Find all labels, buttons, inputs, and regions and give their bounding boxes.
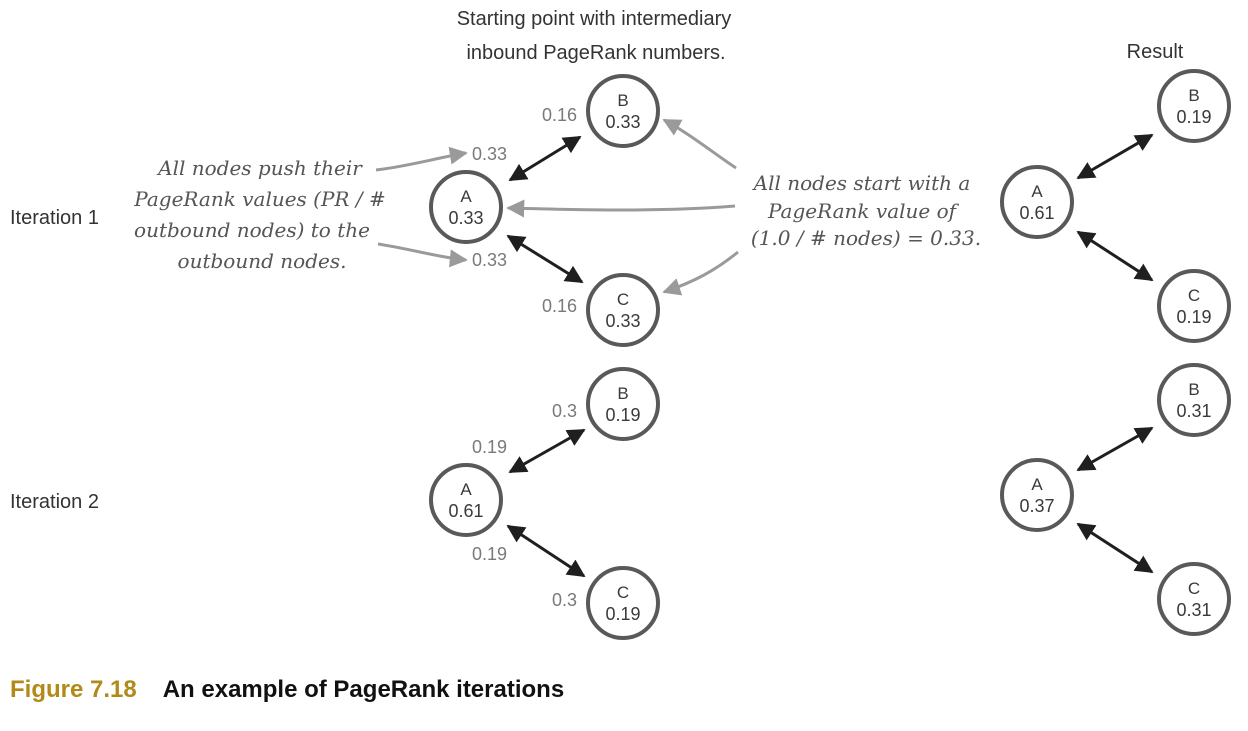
- edge-a-c-iteration2-result: [1076, 522, 1154, 574]
- push-annotation-line1: All nodes push their: [156, 156, 363, 180]
- node-a-name: A: [460, 480, 472, 499]
- node-b-name: B: [1188, 86, 1199, 105]
- inbound-a-top-value: 0.19: [472, 437, 507, 457]
- push-arrow-top: [375, 146, 468, 172]
- node-c-value: 0.19: [605, 604, 640, 624]
- push-arrow-bottom: [377, 242, 468, 268]
- pagerank-diagram: Starting point with intermediary inbound…: [10, 8, 1231, 640]
- node-a-iteration2-start: A 0.61: [429, 463, 503, 537]
- node-a-value: 0.33: [448, 208, 483, 228]
- push-annotation-line2: PageRank values (PR / #: [133, 187, 385, 211]
- node-b-value: 0.19: [605, 405, 640, 425]
- node-a-name: A: [460, 187, 472, 206]
- starting-point-label-line2: inbound PageRank numbers.: [466, 42, 725, 64]
- node-a-iteration1-result: A 0.61: [1000, 165, 1074, 239]
- inbound-a-bottom-value: 0.19: [472, 544, 507, 564]
- node-b-name: B: [1188, 380, 1199, 399]
- edge-a-c-iteration1-result: [1076, 230, 1154, 282]
- node-c-name: C: [1188, 286, 1200, 305]
- node-b-iteration1-start: B 0.33: [586, 74, 660, 148]
- node-a-name: A: [1031, 182, 1043, 201]
- node-c-iteration2-start: C 0.19: [586, 566, 660, 640]
- edge-a-b-iteration1-result: [1076, 133, 1154, 180]
- node-a-value: 0.61: [1019, 203, 1054, 223]
- node-b-name: B: [617, 91, 628, 110]
- edge-a-b-iteration2-start: [508, 428, 586, 474]
- start-arrow-to-c: [662, 250, 739, 296]
- node-b-value: 0.33: [605, 112, 640, 132]
- node-c-name: C: [617, 583, 629, 602]
- inbound-a-bottom-value: 0.33: [472, 250, 507, 270]
- inbound-c-value: 0.16: [542, 296, 577, 316]
- node-b-name: B: [617, 384, 628, 403]
- node-a-value: 0.37: [1019, 496, 1054, 516]
- node-c-value: 0.19: [1176, 307, 1211, 327]
- node-a-iteration1-start: A 0.33: [429, 170, 503, 244]
- starting-point-label-line1: Starting point with intermediary: [457, 8, 732, 30]
- node-a-iteration2-result: A 0.37: [1000, 458, 1074, 532]
- push-annotation-line4: outbound nodes.: [178, 249, 347, 273]
- start-annotation-line2: PageRank value of: [767, 199, 960, 223]
- node-b-iteration2-start: B 0.19: [586, 367, 660, 441]
- edge-a-b-iteration2-result: [1076, 426, 1154, 472]
- figure-number: Figure 7.18: [10, 676, 137, 703]
- node-c-iteration2-result: C 0.31: [1157, 562, 1231, 636]
- start-arrow-to-a: [506, 199, 736, 218]
- inbound-c-value: 0.3: [552, 590, 577, 610]
- iteration-2-label: Iteration 2: [10, 491, 99, 513]
- node-b-value: 0.19: [1176, 107, 1211, 127]
- node-b-value: 0.31: [1176, 401, 1211, 421]
- edge-a-b-iteration1-start: [508, 135, 582, 182]
- node-c-name: C: [1188, 579, 1200, 598]
- push-annotation-line3: outbound nodes) to the: [134, 218, 370, 242]
- start-arrow-to-b: [662, 118, 737, 170]
- node-b-iteration1-result: B 0.19: [1157, 69, 1231, 143]
- edge-a-c-iteration2-start: [506, 524, 586, 578]
- node-b-iteration2-result: B 0.31: [1157, 363, 1231, 437]
- node-a-name: A: [1031, 475, 1043, 494]
- node-a-value: 0.61: [448, 501, 483, 521]
- result-label: Result: [1127, 41, 1184, 63]
- node-c-value: 0.33: [605, 311, 640, 331]
- node-c-iteration1-start: C 0.33: [586, 273, 660, 347]
- iteration-1-label: Iteration 1: [10, 207, 99, 229]
- start-annotation-line3: (1.0 / # nodes) = 0.33.: [751, 226, 981, 250]
- node-c-value: 0.31: [1176, 600, 1211, 620]
- node-c-iteration1-result: C 0.19: [1157, 269, 1231, 343]
- inbound-a-top-value: 0.33: [472, 144, 507, 164]
- edge-a-c-iteration1-start: [506, 234, 584, 284]
- inbound-b-value: 0.16: [542, 105, 577, 125]
- figure-title: An example of PageRank iterations: [162, 676, 565, 703]
- start-annotation-line1: All nodes start with a: [752, 171, 971, 195]
- figure-caption: Figure 7.18 An example of PageRank iterat…: [10, 676, 564, 704]
- inbound-b-value: 0.3: [552, 401, 577, 421]
- node-c-name: C: [617, 290, 629, 309]
